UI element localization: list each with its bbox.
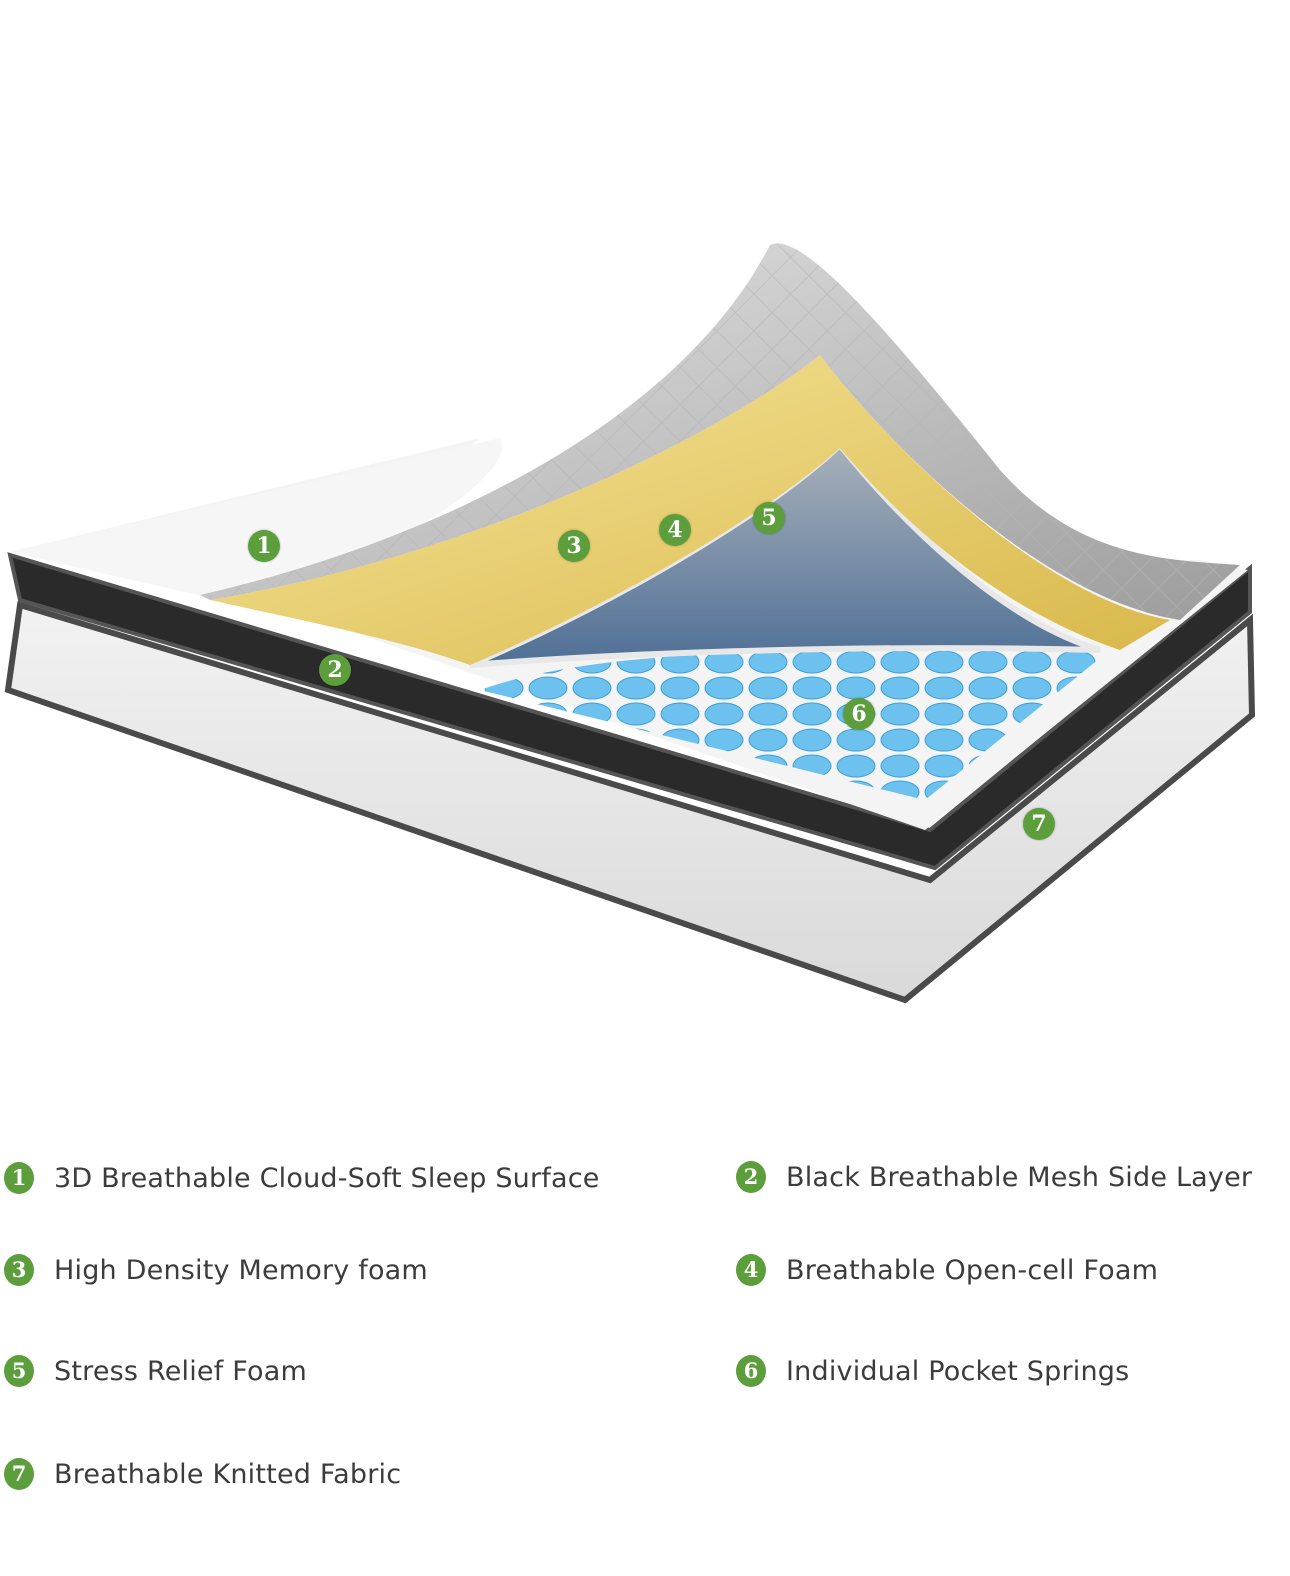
callout-badge-3: 3 [558, 530, 590, 562]
legend-label: Black Breathable Mesh Side Layer [786, 1161, 1253, 1193]
legend-label: Stress Relief Foam [54, 1355, 307, 1387]
number-badge-icon: 6 [736, 1355, 766, 1387]
number-badge-icon: 7 [4, 1458, 34, 1490]
number-badge-icon: 3 [4, 1254, 34, 1286]
mattress-layers-graphic [4, 243, 1256, 1004]
legend-label: Breathable Knitted Fabric [54, 1458, 402, 1490]
callout-badge-5: 5 [753, 502, 785, 534]
callout-badge-4: 4 [659, 514, 691, 546]
legend-label: 3D Breathable Cloud-Soft Sleep Surface [54, 1162, 600, 1194]
callout-badge-6: 6 [843, 698, 875, 730]
legend-item-1: 1 3D Breathable Cloud-Soft Sleep Surface [4, 1158, 600, 1198]
number-badge-icon: 2 [736, 1161, 766, 1193]
legend-item-5: 5 Stress Relief Foam [4, 1351, 307, 1391]
callout-badge-7: 7 [1023, 808, 1055, 840]
legend-label: High Density Memory foam [54, 1254, 428, 1286]
mattress-illustration [4, 243, 1256, 1004]
legend-item-3: 3 High Density Memory foam [4, 1250, 428, 1290]
legend-label: Breathable Open-cell Foam [786, 1254, 1159, 1286]
legend-item-6: 6 Individual Pocket Springs [736, 1351, 1129, 1391]
legend-item-4: 4 Breathable Open-cell Foam [736, 1250, 1158, 1290]
legend-label: Individual Pocket Springs [786, 1355, 1130, 1387]
number-badge-icon: 4 [736, 1254, 766, 1286]
number-badge-icon: 5 [4, 1355, 34, 1387]
legend-item-2: 2 Black Breathable Mesh Side Layer [736, 1157, 1252, 1197]
number-badge-icon: 1 [4, 1162, 34, 1194]
callout-badge-2: 2 [319, 654, 351, 686]
callout-badge-1: 1 [248, 530, 280, 562]
legend-item-7: 7 Breathable Knitted Fabric [4, 1454, 401, 1494]
